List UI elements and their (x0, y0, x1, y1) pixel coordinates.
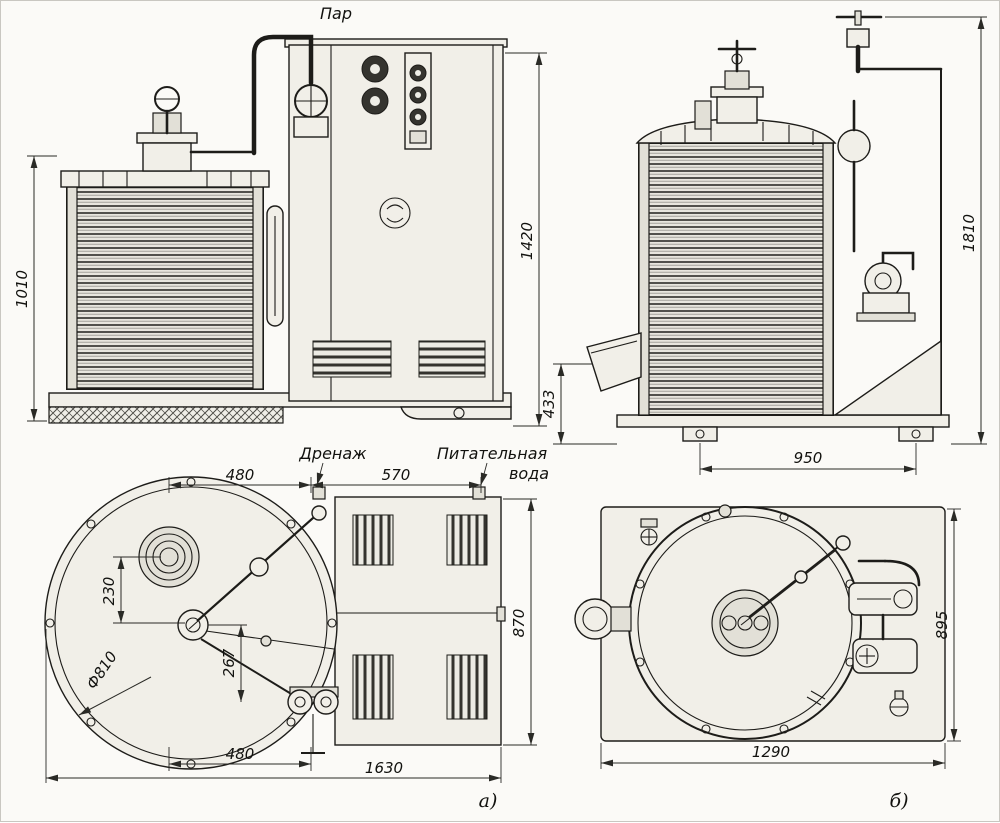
pipe-callouts: Дренаж Питательная вода (298, 444, 549, 486)
dimension-label: 1630 (365, 759, 403, 777)
feed-water-label-line2: вода (509, 464, 549, 483)
pressure-gauges (361, 55, 389, 115)
vessel-side (635, 39, 837, 416)
dimension-label: 895 (933, 611, 951, 640)
top-valve-plan-b (640, 504, 732, 546)
drain-label: Дренаж (298, 444, 367, 463)
steam-pipe-assembly (251, 34, 329, 156)
float-regulator (837, 129, 871, 163)
dimension-label: 1420 (518, 222, 536, 260)
front-elevation-view: 1010 1420 433 Пар (13, 4, 617, 445)
view-b-caption: б) (889, 790, 908, 812)
vent-slots (446, 514, 488, 566)
lid-neck (142, 142, 192, 172)
side-view-dimensions: 1810 950 (699, 16, 987, 475)
dimension-label: 480 (226, 745, 255, 763)
lever-arm-b (740, 535, 851, 626)
vessel-plan-a (44, 476, 339, 770)
vessel-plan-b (628, 506, 862, 740)
plan-view-b: 895 1290 б) (574, 504, 961, 812)
plan-a-dimensions: 480 570 230 Ф810 267 480 1630 870 (45, 466, 537, 783)
dimension-label: 1010 (13, 270, 31, 308)
control-cabinet (284, 38, 508, 402)
dimension-label: 870 (510, 609, 528, 638)
support-bracket (832, 339, 942, 416)
side-base (616, 414, 950, 442)
vent-louvers-left (312, 340, 392, 378)
cabinet-plan (312, 486, 506, 746)
steam-label: Пар (320, 4, 352, 23)
lever-arm (188, 505, 335, 650)
dimension-label: 480 (226, 466, 255, 484)
pump-plan-a (200, 638, 339, 754)
lid-bolts (78, 171, 252, 187)
cabinet-handle (496, 606, 506, 622)
dimension-label: 433 (540, 390, 558, 419)
drain-stub (312, 486, 326, 500)
plan-b-dimensions: 895 1290 (600, 508, 961, 769)
side-elevation-view: 1810 950 (586, 10, 987, 475)
signal-light-column (404, 52, 432, 150)
dimension-label: 1810 (960, 214, 978, 252)
base-foot-detail (453, 407, 465, 419)
top-valve-assembly (835, 10, 943, 415)
view-a-caption: а) (479, 790, 498, 812)
pump-plan-b (806, 559, 921, 717)
plan-view-a: 480 570 230 Ф810 267 480 1630 870 (44, 444, 549, 812)
funnel-plan-b (574, 598, 632, 640)
vent-slots (352, 514, 394, 566)
vessel-front (60, 86, 284, 390)
dimension-label: 570 (382, 466, 411, 484)
dimension-label: 230 (100, 577, 118, 606)
feed-water-stub (472, 486, 486, 500)
dimension-label: 1290 (752, 743, 790, 761)
manufacturer-emblem (379, 197, 411, 229)
dimension-label: 267 (220, 648, 238, 677)
feed-water-label-line1: Питательная (437, 444, 548, 463)
pump-side (856, 251, 916, 322)
vent-louvers-right (418, 340, 486, 378)
vessel-lid (60, 170, 270, 188)
vent-slots (446, 654, 488, 720)
vent-slots (352, 654, 394, 720)
front-view-dimensions: 1010 1420 433 (13, 52, 617, 445)
drain-funnel (586, 332, 642, 392)
dimension-label: 950 (794, 449, 823, 467)
rim-bolts (635, 512, 855, 734)
